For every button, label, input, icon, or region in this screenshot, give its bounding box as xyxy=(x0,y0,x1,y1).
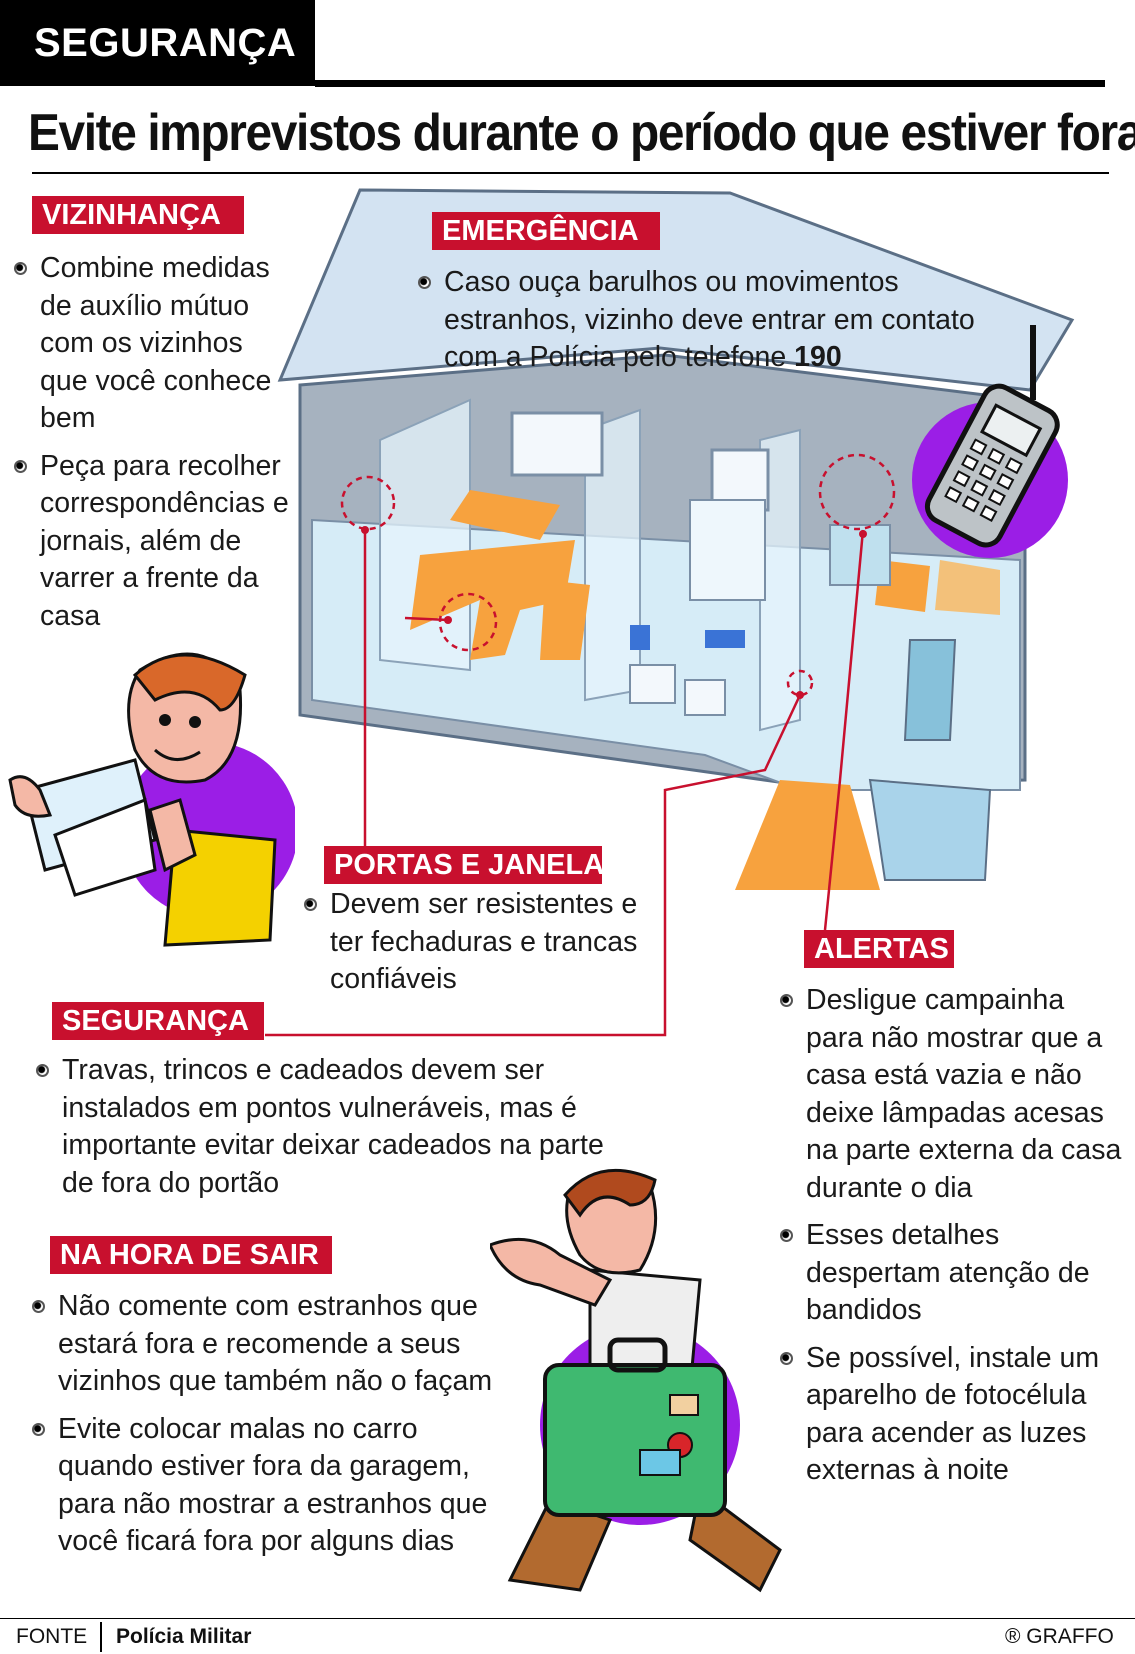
emergencia-tag: EMERGÊNCIA xyxy=(432,212,660,250)
title-divider xyxy=(32,172,1109,174)
bullet-icon xyxy=(304,898,317,911)
alertas-tag: ALERTAS xyxy=(804,930,954,968)
bullet-icon xyxy=(780,994,793,1007)
list-item: Desligue campainha para não mostrar que … xyxy=(780,982,1125,1207)
section-kicker: SEGURANÇA xyxy=(0,0,315,86)
phone-number: 190 xyxy=(794,341,842,373)
bullet-icon xyxy=(418,276,431,289)
seguranca-list: Travas, trincos e cadeados devem ser ins… xyxy=(36,1052,606,1212)
list-item: Esses detalhes despertam atenção de band… xyxy=(780,1217,1125,1330)
credit: ® GRAFFO xyxy=(1005,1625,1114,1648)
source-label: FONTE xyxy=(16,1625,88,1648)
seguranca-tag: SEGURANÇA xyxy=(52,1002,264,1040)
portas-list: Devem ser resistentes e ter fechaduras e… xyxy=(304,886,644,1009)
page-title: Evite imprevistos durante o período que … xyxy=(28,104,1135,162)
alertas-list: Desligue campainha para não mostrar que … xyxy=(780,982,1125,1500)
bullet-icon xyxy=(14,459,27,473)
portas-tag: PORTAS E JANELAS xyxy=(324,846,624,884)
bullet-icon xyxy=(780,1229,793,1242)
bullet-icon xyxy=(32,1300,45,1313)
list-item: Não comente com estranhos que estará for… xyxy=(32,1288,517,1401)
list-item: Peça para recolher correspondências e jo… xyxy=(14,448,289,636)
footer-separator xyxy=(100,1622,102,1652)
sair-list: Não comente com estranhos que estará for… xyxy=(32,1288,517,1571)
list-item: Evite colocar malas no carro quando esti… xyxy=(32,1411,517,1561)
bullet-icon xyxy=(780,1351,793,1365)
sair-tag: NA HORA DE SAIR xyxy=(50,1236,332,1274)
list-item: Se possível, instale um aparelho de foto… xyxy=(780,1340,1125,1490)
header-bar xyxy=(315,80,1105,87)
man-with-suitcase-illustration xyxy=(490,1168,782,1593)
bullet-icon xyxy=(14,262,27,275)
source-name: Polícia Militar xyxy=(116,1625,252,1648)
phone-icon xyxy=(912,325,1068,558)
bullet-icon xyxy=(32,1422,45,1436)
list-item: Travas, trincos e cadeados devem ser ins… xyxy=(36,1052,606,1202)
emergencia-text: Caso ouça barulhos ou movimentos estranh… xyxy=(418,264,978,387)
bullet-icon xyxy=(36,1064,49,1077)
list-item: Caso ouça barulhos ou movimentos estranh… xyxy=(418,264,978,377)
list-item: Combine medidas de auxílio mútuo com os … xyxy=(14,250,289,438)
list-item: Devem ser resistentes e ter fechaduras e… xyxy=(304,886,644,999)
vizinhanca-list: Combine medidas de auxílio mútuo com os … xyxy=(14,250,289,645)
man-with-letters-illustration xyxy=(8,652,295,947)
footer-divider xyxy=(0,1618,1135,1619)
vizinhanca-tag: VIZINHANÇA xyxy=(32,196,244,234)
